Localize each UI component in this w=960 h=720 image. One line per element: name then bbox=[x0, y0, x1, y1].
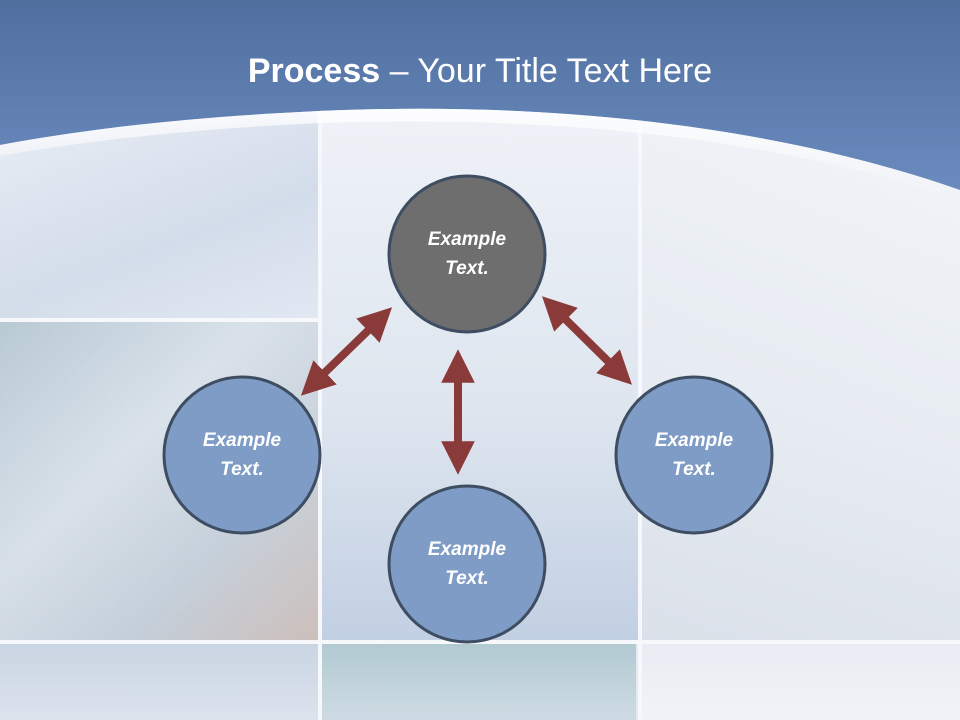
node-right-label: Example Text. bbox=[619, 426, 769, 484]
node-top bbox=[387, 174, 547, 334]
photo-bottom-left bbox=[0, 644, 318, 720]
node-top-label: Example Text. bbox=[392, 225, 542, 283]
node-top-line1: Example bbox=[427, 229, 507, 250]
arrow-top-right bbox=[542, 296, 632, 385]
node-top-line2: Text. bbox=[445, 258, 489, 279]
node-right-line1: Example bbox=[654, 430, 734, 451]
photo-doctors bbox=[642, 110, 960, 640]
node-right-line2: Text. bbox=[672, 459, 716, 480]
title-strong: Process bbox=[247, 52, 381, 90]
node-bottom-label: Example Text. bbox=[392, 535, 542, 593]
title-rest: – Your Title Text Here bbox=[380, 52, 713, 90]
node-left-line1: Example bbox=[202, 430, 282, 451]
slide-title: Process – Your Title Text Here bbox=[0, 52, 960, 91]
node-right bbox=[614, 375, 774, 535]
node-bottom bbox=[387, 484, 547, 644]
header-banner bbox=[0, 0, 960, 200]
collage-divider bbox=[318, 110, 322, 720]
node-bottom-line1: Example bbox=[427, 539, 507, 560]
photo-bottom-middle bbox=[322, 644, 636, 720]
node-left-label: Example Text. bbox=[167, 426, 317, 484]
node-left-line2: Text. bbox=[220, 459, 264, 480]
node-bottom-line2: Text. bbox=[445, 568, 489, 589]
node-left bbox=[162, 375, 322, 535]
arrow-top-left bbox=[300, 307, 393, 396]
photo-bottom-right bbox=[640, 644, 960, 720]
collage-divider bbox=[0, 318, 318, 322]
